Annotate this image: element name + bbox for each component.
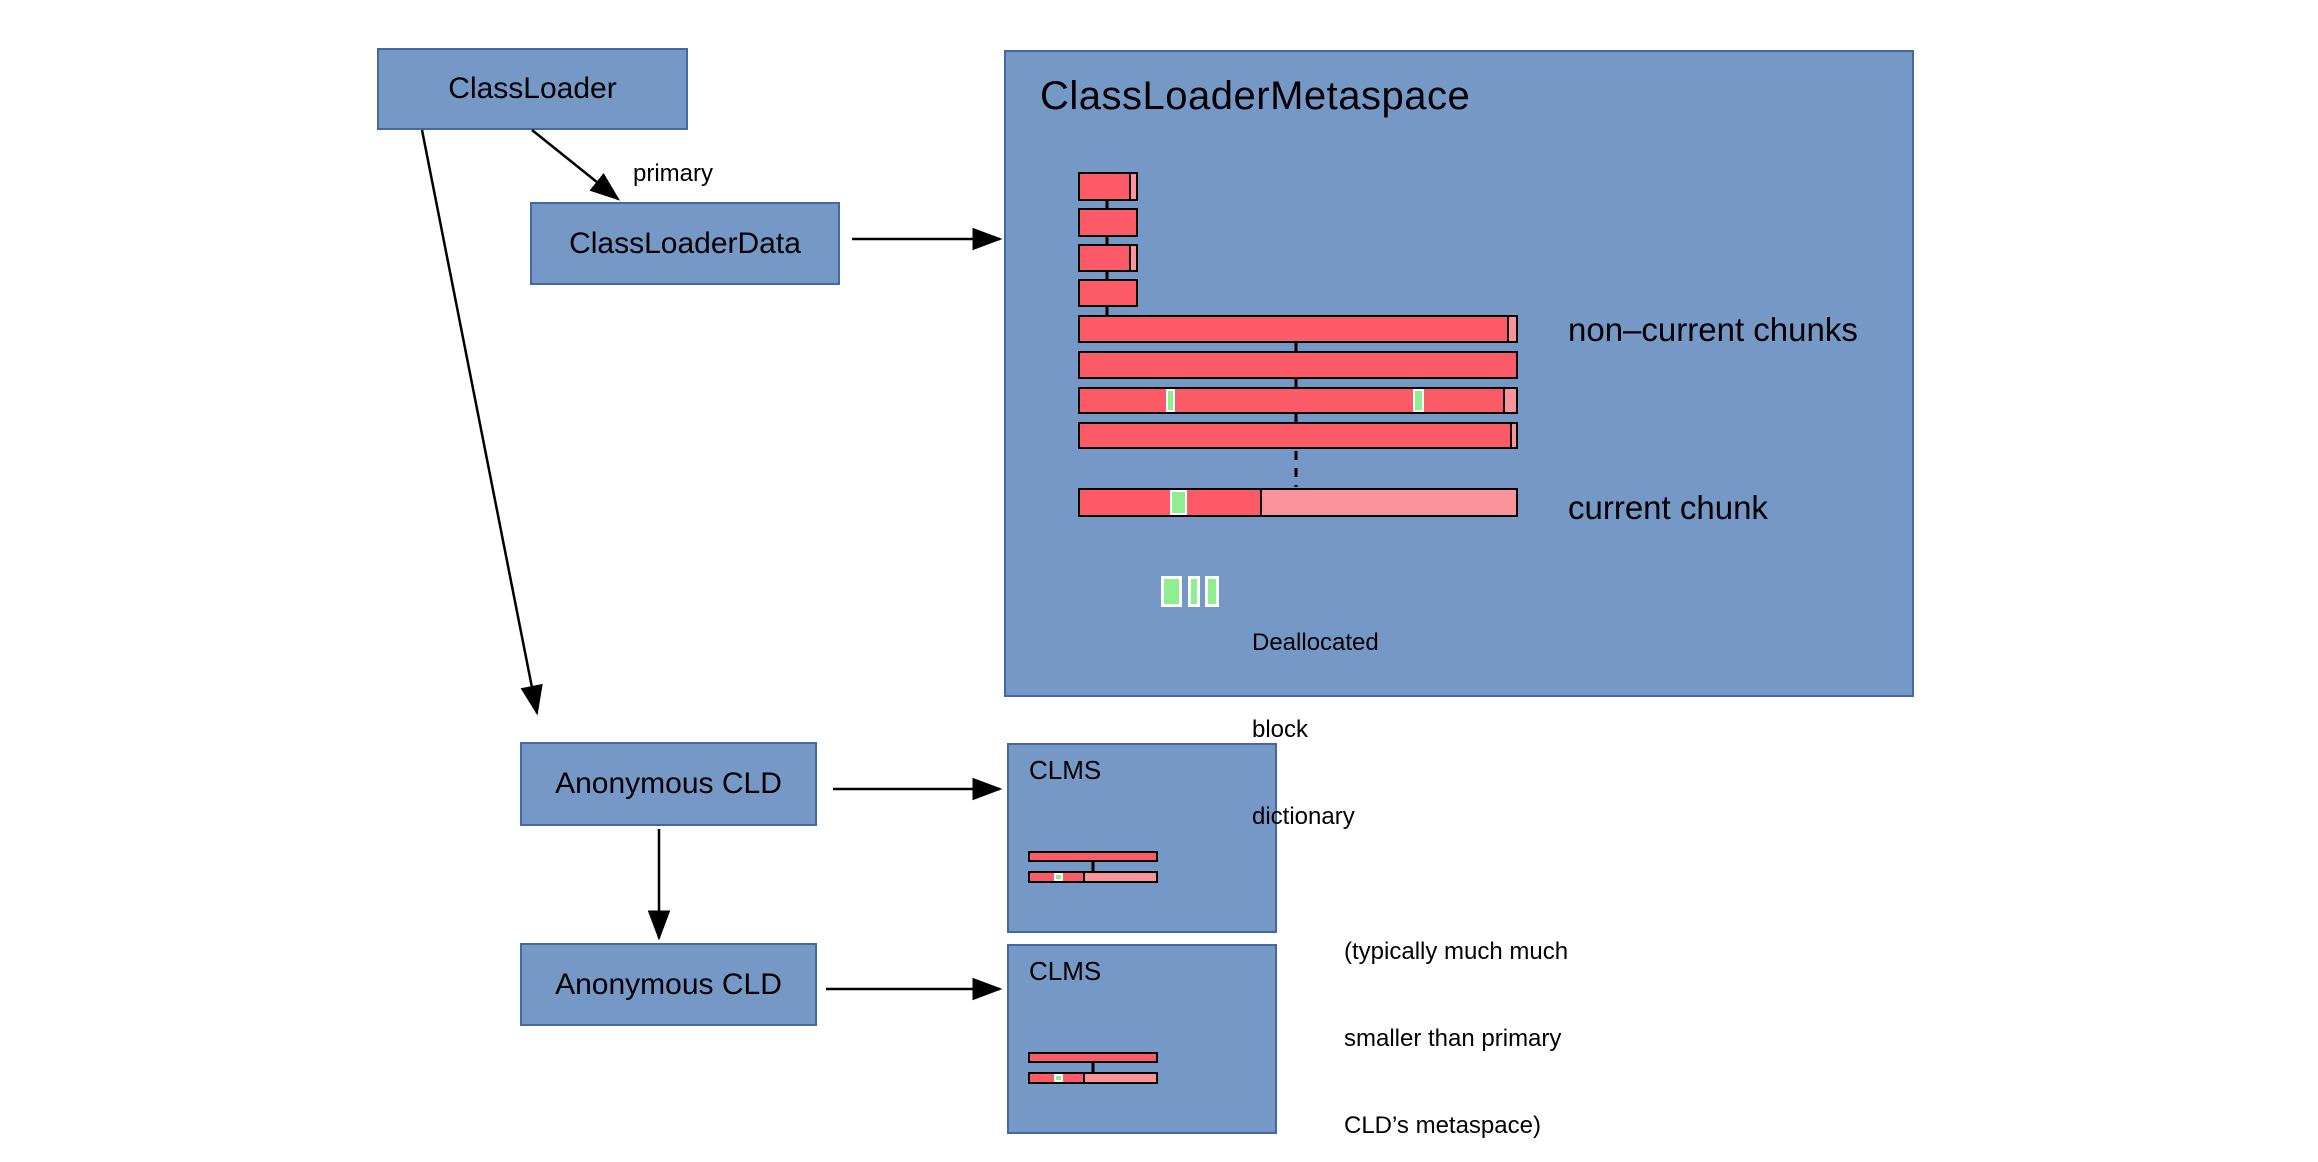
clms-box-1: CLMS: [1007, 743, 1277, 933]
chunk-seg-green: [1413, 389, 1424, 412]
legend-deallocated-block-dictionary: Deallocated block dictionary: [1252, 570, 1379, 889]
legend-line-3: dictionary: [1252, 803, 1355, 830]
note-line-3: CLD’s metaspace): [1344, 1112, 1541, 1139]
chunk-seg-red: [1030, 873, 1054, 881]
chunk-seg-red: [1030, 1054, 1156, 1061]
chunk-seg-pink: [1083, 873, 1156, 881]
chunk-seg-pink: [1129, 174, 1136, 199]
chunk-seg-pink: [1507, 317, 1516, 341]
node-classloaderdata-label: ClassLoaderData: [569, 226, 801, 260]
chunk-seg-red: [1080, 389, 1166, 412]
chunk-seg-green: [1170, 490, 1187, 515]
chunk-seg-red: [1080, 281, 1136, 305]
legend-line-2: block: [1252, 716, 1309, 743]
chunk-seg-red: [1175, 389, 1413, 412]
node-anonymous-cld-2: Anonymous CLD: [520, 943, 817, 1026]
deallocated-block: [1188, 576, 1200, 607]
metaspace-title: ClassLoaderMetaspace: [1040, 74, 1471, 118]
chunk-bar: [1028, 1052, 1158, 1063]
chunk-seg-red: [1080, 246, 1129, 270]
note-typically-smaller: (typically much much smaller than primar…: [1344, 879, 1568, 1162]
chunk-bar: [1078, 387, 1518, 414]
chunk-seg-pink: [1129, 246, 1136, 270]
node-anonymous-cld-1-label: Anonymous CLD: [555, 767, 782, 800]
chunk-bar: [1028, 871, 1158, 883]
chunk-bar: [1078, 351, 1518, 379]
chunk-seg-pink: [1510, 424, 1516, 447]
chunk-seg-red: [1424, 389, 1503, 412]
chunk-bar: [1078, 244, 1138, 272]
chunk-seg-fillgreen: [1164, 579, 1179, 604]
chunk-seg-pink: [1503, 389, 1516, 412]
chunk-seg-red: [1080, 174, 1129, 199]
chunk-seg-red: [1080, 424, 1510, 447]
chunk-bar: [1028, 1072, 1158, 1084]
chunk-seg-red: [1080, 353, 1516, 377]
deallocated-block: [1161, 576, 1182, 607]
chunk-seg-pink: [1083, 1074, 1156, 1082]
clms-box-2: CLMS: [1007, 944, 1277, 1134]
chunk-seg-pink: [1260, 490, 1516, 515]
chunk-seg-red: [1030, 853, 1156, 860]
edge-label-primary: primary: [633, 160, 714, 187]
clms-2-title: CLMS: [1029, 956, 1102, 986]
node-classloader-label: ClassLoader: [448, 72, 617, 105]
chunk-seg-red: [1187, 490, 1260, 515]
note-line-1: (typically much much: [1344, 938, 1569, 965]
chunk-seg-fillgreen: [1191, 579, 1197, 604]
chunk-seg-green: [1166, 389, 1175, 412]
chunk-bar: [1078, 422, 1518, 449]
chunk-seg-red: [1080, 490, 1170, 515]
node-anonymous-cld-2-label: Anonymous CLD: [555, 967, 782, 1001]
chunk-bar: [1078, 315, 1518, 343]
chunk-seg-fillgreen: [1208, 579, 1216, 604]
node-classloaderdata: ClassLoaderData: [530, 202, 840, 285]
chunk-seg-red: [1080, 317, 1507, 341]
note-line-2: smaller than primary: [1344, 1025, 1562, 1052]
node-classloader: ClassLoader: [377, 48, 688, 130]
label-non-current-chunks: non–current chunks: [1568, 311, 1858, 348]
chunk-seg-red: [1030, 1074, 1054, 1082]
label-current-chunk: current chunk: [1568, 489, 1768, 526]
legend-line-1: Deallocated: [1252, 629, 1379, 656]
chunk-seg-red: [1080, 210, 1136, 235]
chunk-seg-green: [1054, 1074, 1063, 1082]
chunk-seg-red: [1063, 1074, 1083, 1082]
chunk-bar: [1078, 172, 1138, 201]
chunk-seg-red: [1063, 873, 1083, 881]
clms-1-title: CLMS: [1029, 755, 1102, 785]
chunk-seg-green: [1054, 873, 1063, 881]
node-anonymous-cld-1: Anonymous CLD: [520, 742, 817, 826]
chunk-bar: [1078, 488, 1518, 517]
deallocated-block: [1205, 576, 1219, 607]
